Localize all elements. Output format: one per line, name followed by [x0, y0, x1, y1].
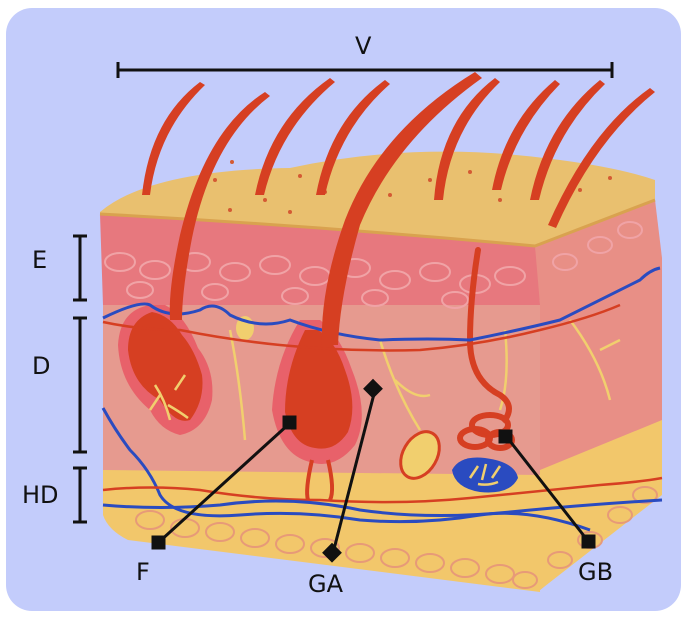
label-d: D — [32, 354, 50, 378]
label-v: V — [355, 34, 371, 58]
label-f: F — [136, 560, 150, 584]
label-gb: GB — [578, 560, 613, 584]
label-e: E — [32, 248, 47, 272]
label-hd: HD — [22, 483, 59, 507]
label-ga: GA — [308, 572, 343, 596]
